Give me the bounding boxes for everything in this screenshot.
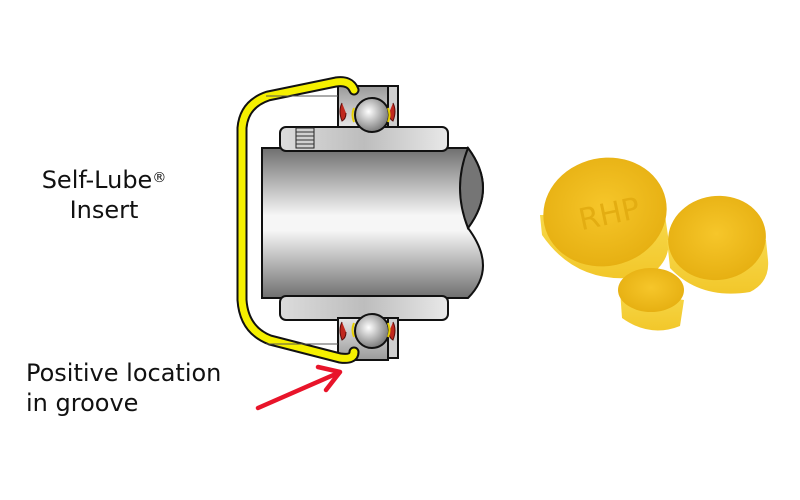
bearing-top xyxy=(279,85,449,152)
shaft xyxy=(261,145,484,299)
self-lube-insert-label: Self-Lube® Insert xyxy=(24,165,184,225)
registered-mark: ® xyxy=(152,170,167,186)
yellow-caps-photo: RHP xyxy=(540,157,769,331)
in-groove-text: in groove xyxy=(26,389,139,417)
bearing-bottom xyxy=(279,295,449,361)
small-yellow-cap xyxy=(618,268,684,331)
large-yellow-cap: RHP xyxy=(540,157,669,279)
positive-location-text: Positive location xyxy=(26,359,222,387)
self-lube-text: Self-Lube xyxy=(41,166,153,194)
self-lube-insert xyxy=(236,76,360,364)
insert-text: Insert xyxy=(69,196,139,224)
positive-location-label: Positive location in groove xyxy=(26,358,221,418)
arrow-icon xyxy=(255,364,343,411)
medium-yellow-cap xyxy=(667,195,769,294)
